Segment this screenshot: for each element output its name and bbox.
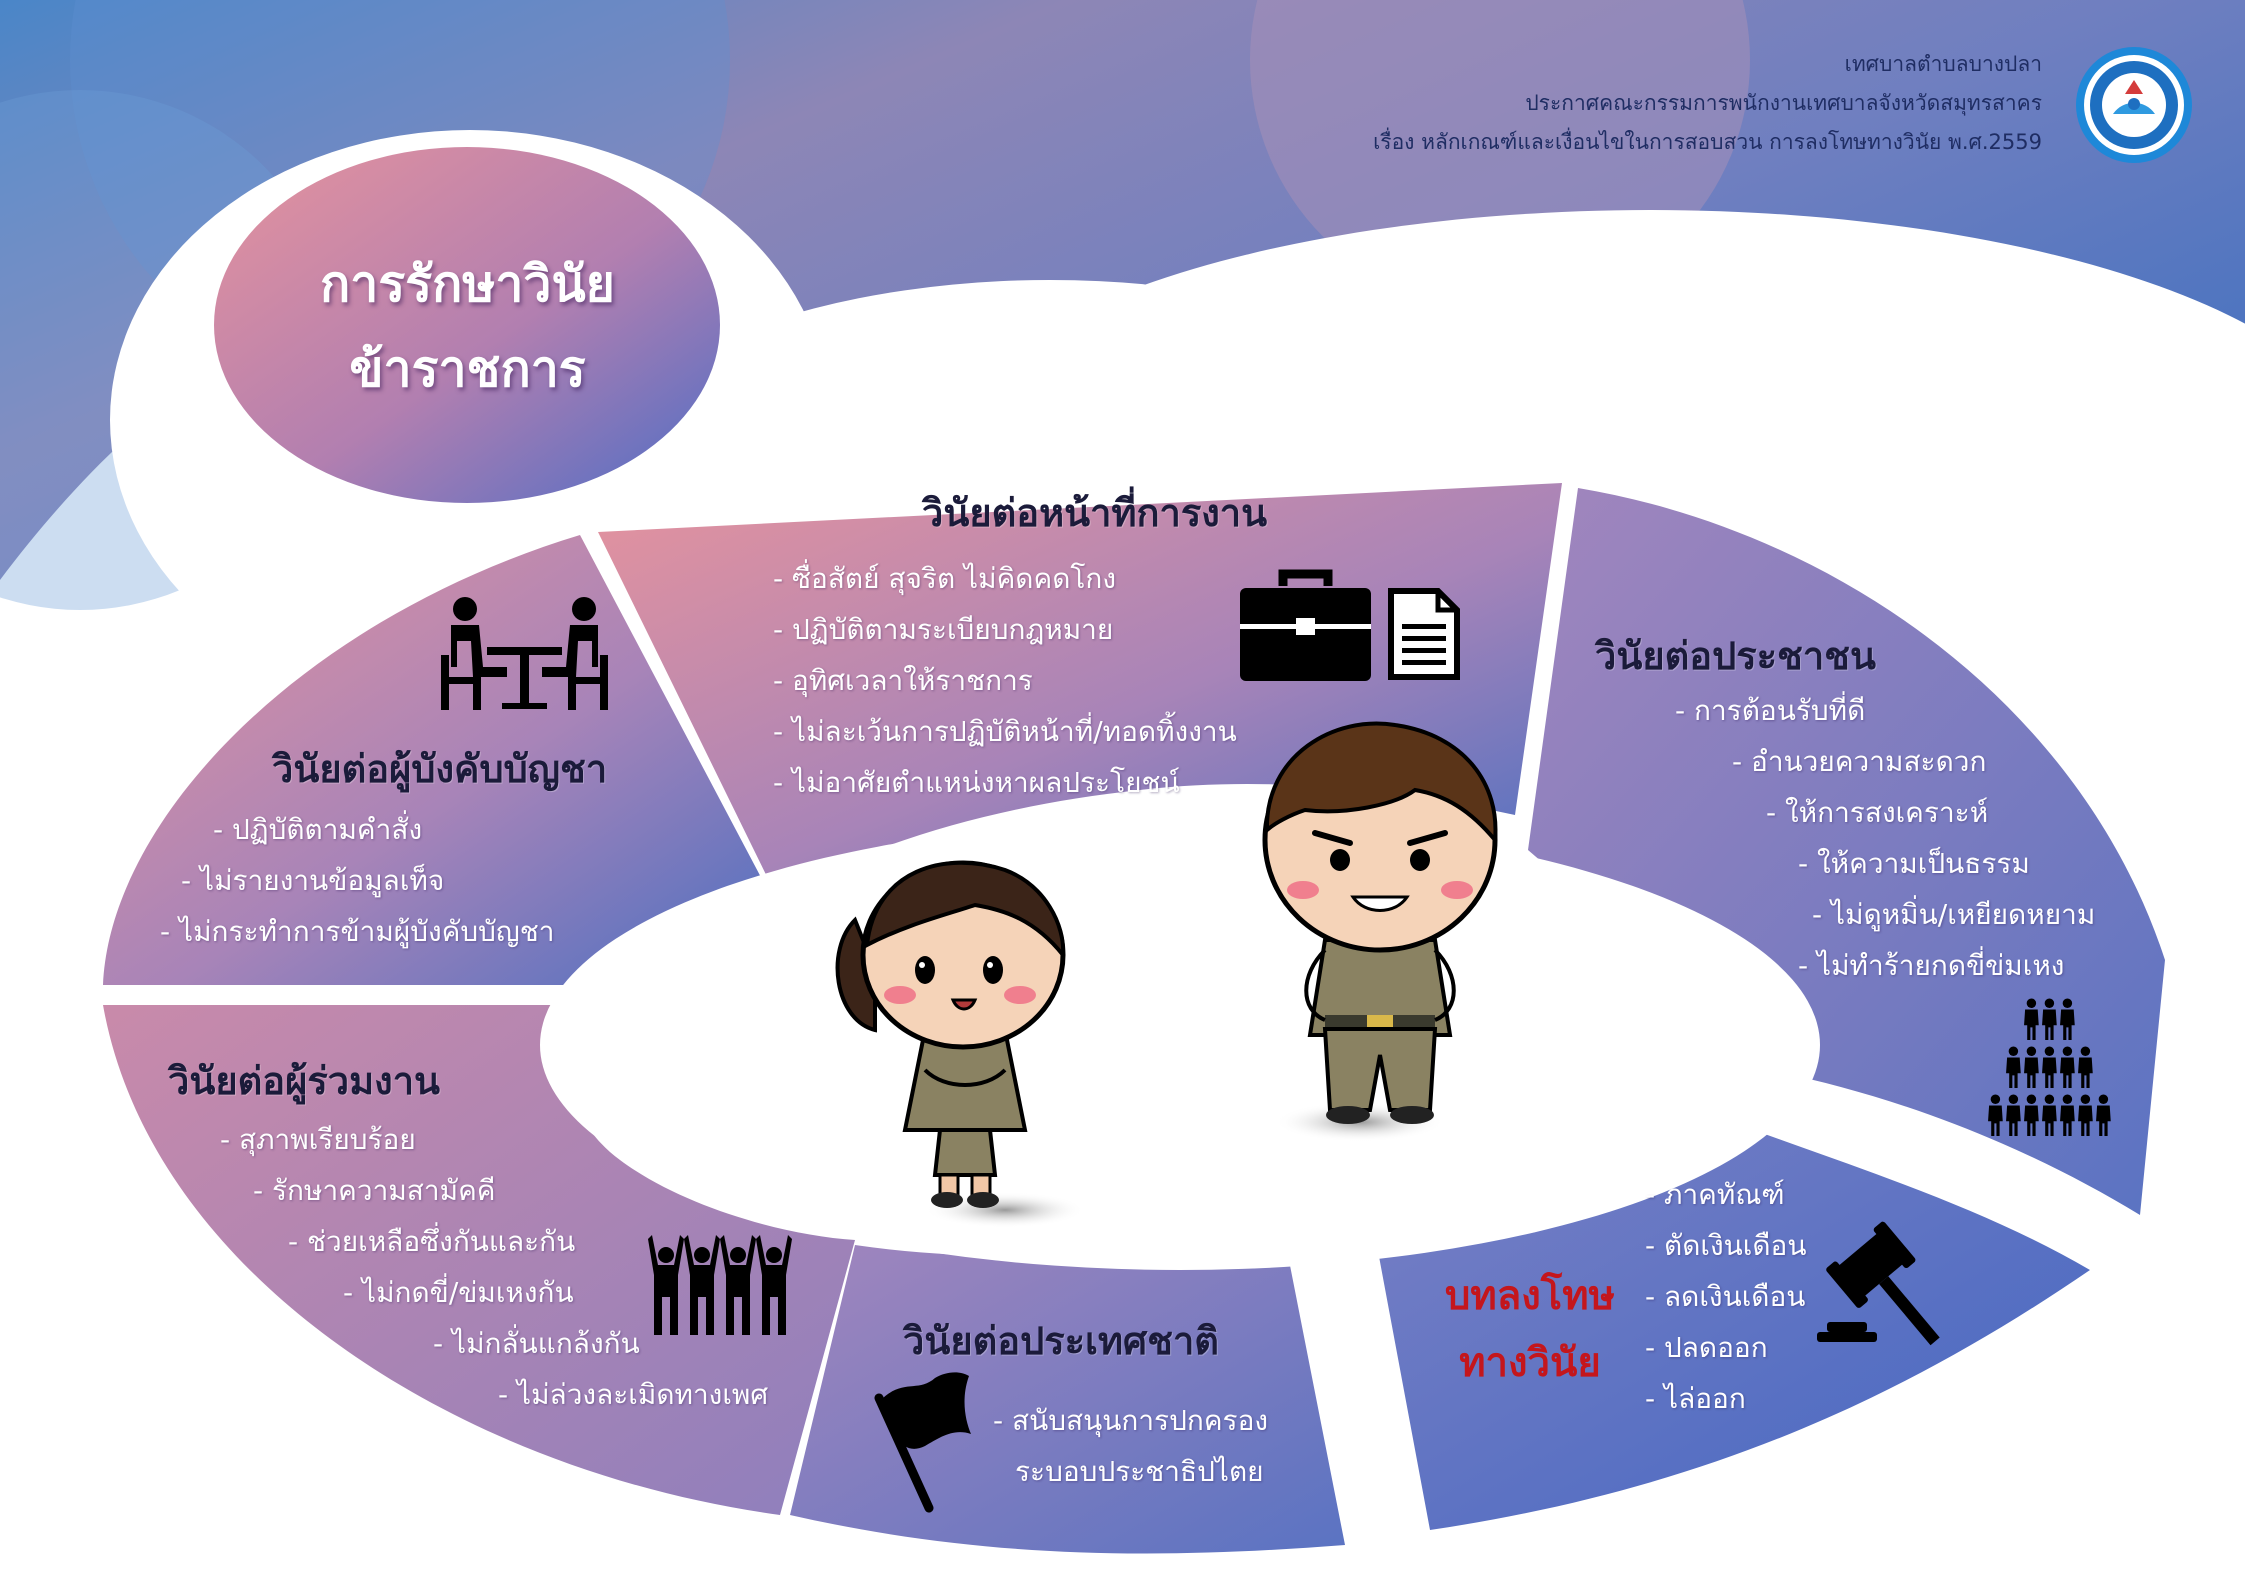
section-boss-item: - ไม่กระทำการข้ามผู้บังคับบัญชา [160,915,555,948]
section-punish-item: - ไล่ออก [1645,1382,1746,1415]
flag-icon [874,1372,971,1513]
section-boss-item: - ไม่รายงานข้อมูลเท็จ [181,864,445,897]
page-title-line2: ข้าราชการ [349,340,586,398]
section-work-item: - ซื่อสัตย์ สุจริต ไม่คิดคดโกง [773,562,1117,595]
crowd-icon [1988,998,2111,1136]
section-public-item: - ให้การสงเคราะห์ [1766,796,1989,829]
section-nation-item: - สนับสนุนการปกครอง [993,1404,1269,1437]
seal-logo-icon [2076,47,2192,163]
section-public-item: - ไม่ทำร้ายกดขี่ข่มเหง [1798,949,2065,982]
meeting-table-icon [441,597,608,710]
section-punish-item: - ปลดออก [1645,1331,1768,1364]
section-public-item: - ให้ความเป็นธรรม [1798,847,2030,880]
section-work-title: วินัยต่อหน้าที่การงาน [922,491,1268,535]
section-public-item: - อำนวยความสะดวก [1732,745,1987,778]
briefcase-icon [1240,569,1371,681]
section-colleague-item: - สุภาพเรียบร้อย [220,1123,416,1156]
header-subject: เรื่อง หลักเกณฑ์และเงื่อนไขในการสอบสวน ก… [1373,130,2042,154]
team-icon [648,1235,792,1335]
section-work-item: - ไม่อาศัยตำแหน่งหาผลประโยชน์ [773,766,1180,799]
section-public-item: - การต้อนรับที่ดี [1675,694,1866,727]
section-boss-item: - ปฏิบัติตามคำสั่ง [213,813,423,846]
section-colleague-title: วินัยต่อผู้ร่วมงาน [168,1059,441,1103]
section-punish-item: - ตัดเงินเดือน [1645,1229,1807,1262]
section-punish-item: - ลดเงินเดือน [1645,1280,1806,1313]
gavel-icon [1817,1221,1940,1346]
section-work-item: - อุทิศเวลาให้ราชการ [773,664,1033,697]
section-nation-title: วินัยต่อประเทศชาติ [903,1319,1219,1363]
section-work-item: - ไม่ละเว้นการปฏิบัติหน้าที่/ทอดทิ้งงาน [773,715,1237,748]
section-public-item: - ไม่ดูหมิ่น/เหยียดหยาม [1812,898,2096,931]
male-officer-icon [1262,721,1498,1124]
section-nation-item: ระบอบประชาธิปไตย [1015,1455,1264,1488]
female-officer-icon [835,860,1066,1208]
section-work-item: - ปฏิบัติตามระเบียบกฎหมาย [773,613,1114,646]
section-public-title: วินัยต่อประชาชน [1595,634,1876,678]
section-colleague-item: - ไม่กลั่นแกล้งกัน [433,1327,640,1360]
document-icon [1388,588,1460,680]
section-colleague-item: - ไม่กดขี่/ข่มเหงกัน [343,1276,574,1309]
section-boss-title: วินัยต่อผู้บังคับบัญชา [272,747,608,791]
section-colleague-item: - ช่วยเหลือซึ่งกันและกัน [288,1225,576,1258]
page-title-line1: การรักษาวินัย [320,255,615,313]
header-org-name: เทศบาลตำบลบางปลา [1844,52,2042,76]
header-announcement: ประกาศคณะกรรมการพนักงานเทศบาลจังหวัดสมุท… [1525,91,2042,115]
section-colleague-item: - รักษาความสามัคคี [253,1174,496,1207]
section-punish-title-line2: ทางวินัย [1459,1340,1601,1386]
section-colleague-item: - ไม่ล่วงละเมิดทางเพศ [498,1378,769,1411]
section-punish-item: - ภาคทัณฑ์ [1645,1178,1785,1211]
section-punish-title-line1: บทลงโทษ [1444,1273,1616,1319]
